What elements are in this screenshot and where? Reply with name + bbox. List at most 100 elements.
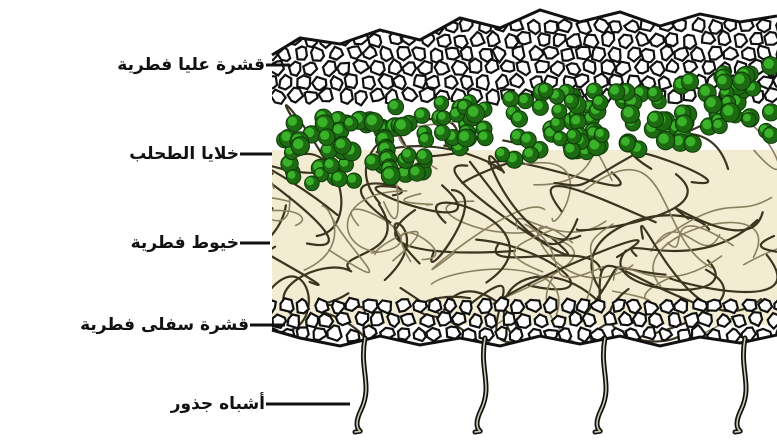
cortex-cell: [530, 46, 544, 60]
cortex-cell: [477, 75, 489, 90]
algae-cell: [388, 99, 404, 115]
cortex-cell: [577, 299, 589, 313]
cortex-cell: [412, 47, 425, 60]
cortex-cell: [510, 74, 524, 88]
cortex-cell: [633, 312, 646, 326]
cortex-cell: [316, 19, 329, 34]
cortex-cell: [452, 313, 466, 325]
algae-cell: [323, 158, 339, 174]
cortex-cell: [616, 62, 630, 75]
cortex-cell: [397, 47, 410, 60]
label-algae-cells: خلايا الطحلب: [129, 144, 239, 164]
cortex-cell: [327, 20, 341, 34]
cortex-cell: [363, 77, 375, 90]
cortex-cell: [337, 63, 349, 75]
cortex-cell: [609, 21, 621, 32]
algae-cell: [592, 95, 608, 111]
rhizine: [475, 338, 486, 432]
algae-cell: [621, 105, 639, 123]
algae-cell: [286, 170, 300, 184]
cortex-cell: [435, 61, 450, 75]
cortex-cell: [452, 61, 468, 75]
cortex-cell: [437, 312, 451, 325]
cortex-cell: [437, 35, 450, 47]
cortex-cell: [279, 75, 291, 90]
cortex-cell: [278, 19, 290, 34]
cortex-cell: [363, 46, 377, 59]
cortex-cell: [602, 60, 616, 75]
algae-cell: [681, 73, 698, 90]
cortex-cell: [262, 299, 276, 314]
cortex-cell: [414, 75, 426, 88]
cortex-cell: [732, 315, 745, 327]
algae-cell: [564, 142, 580, 158]
cortex-cell: [471, 32, 485, 46]
algae-cell: [381, 166, 400, 185]
algae-cell: [564, 94, 578, 108]
algae-cell: [716, 74, 732, 90]
cortex-cell: [659, 328, 672, 340]
algae-cell: [762, 104, 777, 121]
hypha-strand: [236, 156, 273, 212]
algae-cell: [566, 129, 581, 144]
cortex-cell: [517, 61, 530, 75]
cortex-cell: [469, 59, 481, 73]
cortex-cell: [371, 61, 385, 75]
cortex-cell: [445, 76, 457, 89]
cortex-cell: [487, 31, 499, 46]
cortex-cell: [281, 298, 294, 312]
algae-cell: [365, 154, 381, 170]
cortex-cell: [742, 48, 756, 61]
algae-cell: [286, 115, 303, 132]
cortex-cell: [393, 75, 406, 89]
cortex-cell: [288, 315, 299, 329]
cortex-cell: [460, 301, 472, 314]
rhizine: [355, 338, 366, 432]
cortex-cell: [289, 62, 300, 76]
cortex-cell: [743, 300, 757, 311]
cortex-cell: [667, 60, 679, 73]
cortex-cell: [263, 76, 277, 89]
cortex-cell: [355, 91, 367, 105]
rhizine: [735, 338, 746, 432]
cortex-cell: [487, 89, 500, 104]
algae-cell: [520, 132, 536, 148]
cortex-cell: [584, 60, 596, 74]
algae-cell: [704, 95, 722, 113]
algae-cell: [763, 127, 777, 144]
cortex-cell: [675, 48, 689, 61]
cortex-cell: [288, 88, 303, 103]
cortex-cell: [501, 60, 515, 71]
algae-cell: [477, 130, 493, 146]
algae-cell: [523, 147, 539, 163]
algae-cell: [552, 104, 567, 119]
cortex-cell: [426, 328, 440, 341]
cortex-cell: [504, 312, 515, 325]
cortex-cell: [363, 300, 377, 313]
algae-cell: [291, 137, 309, 155]
cortex-cell: [750, 33, 763, 44]
cortex-cell: [592, 47, 605, 62]
cortex-cell: [649, 313, 663, 328]
cortex-cell: [665, 33, 677, 46]
cortex-cell: [567, 63, 581, 75]
cortex-cell: [659, 77, 671, 90]
cortex-cell: [429, 298, 442, 312]
cortex-cell: [764, 32, 777, 45]
algae-cell: [466, 104, 485, 123]
algae-cell: [538, 83, 553, 98]
algae-cell: [619, 135, 635, 151]
algae-cell: [437, 111, 451, 125]
cortex-cell: [535, 314, 548, 327]
cortex-cell: [561, 48, 574, 60]
cortex-cell: [602, 31, 614, 46]
cortex-cell: [579, 328, 591, 343]
cortex-cell: [566, 34, 581, 47]
cortex-cell: [684, 61, 697, 73]
cortex-cell: [669, 313, 681, 327]
cortex-cell: [574, 74, 588, 87]
cortex-cell: [418, 61, 432, 75]
cortex-cell: [735, 34, 747, 47]
cortex-cell: [558, 19, 571, 32]
cortex-cell: [271, 90, 286, 104]
